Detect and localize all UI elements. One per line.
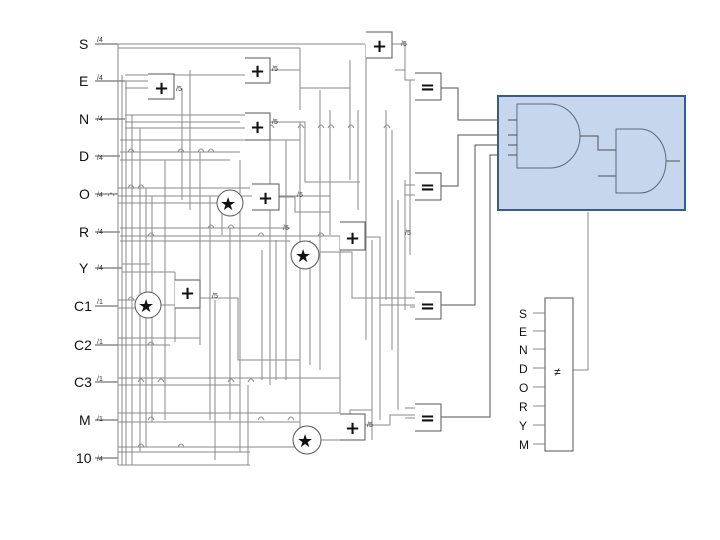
bus-width-label: /5 [272,66,278,73]
equality-comparator: = [415,291,442,320]
bus-width-label: /1 [97,299,103,306]
bus-width-label: /1 [97,376,103,383]
bus-width-label: /4 [97,155,103,162]
var-label-n: N [79,111,89,127]
variable-labels: S E N D O R Y C1 C2 C3 M 10 [74,36,92,466]
and-gate-icon [615,128,667,194]
bus-width-label: /4 [97,265,103,272]
adder-block: + [148,73,175,100]
var-label-o: O [79,186,90,202]
var-label-c2: C2 [74,337,92,353]
multiplier-block: ★ [216,189,244,217]
bus-width-label: /5 [297,192,303,199]
alldiff-input-d: D [519,362,528,376]
bus-width-label: /5 [212,293,218,300]
star-icon: ★ [220,194,236,215]
plus-icon: + [250,61,265,82]
and-gate-panel [497,95,686,211]
alldiff-input-n: N [519,343,528,357]
and-gate-icon [516,103,581,169]
equals-icon: = [420,296,435,317]
multiplier-blocks: ★ ★ ★ ★ [134,189,322,455]
alldiff-input-o: O [519,381,528,395]
bus-width-label: /4 [97,229,103,236]
equals-icon: = [420,408,435,429]
bus-width-label: /4 [97,192,103,199]
var-label-10: 10 [76,450,92,466]
var-label-m: M [79,412,91,428]
multiplier-block: ★ [290,240,320,270]
bus-width-label: /1 [97,416,103,423]
plus-icon: + [180,283,195,304]
alldiff-input-m: M [519,438,529,452]
bus-width-label: /4 [97,37,103,44]
multiplier-block: ★ [134,291,162,319]
plus-icon: + [250,117,265,138]
bus-width-label: /5 [283,225,289,232]
multiplier-block: ★ [292,425,322,455]
bus-width-label: /4 [97,116,103,123]
alldiff-input-e: E [519,325,527,339]
star-icon: ★ [138,296,154,317]
star-icon: ★ [297,431,313,452]
alldiff-input-y: Y [519,419,527,433]
all-different-block: S E N D O R Y M ≠ [519,297,574,452]
bus-width-label: /4 [97,456,103,463]
adder-blocks: + + + + + + + + [148,31,393,441]
bus-width-label: /5 [401,41,407,48]
bus-width-label: /1 [97,339,103,346]
bus-width-label: /4 [97,75,103,82]
var-label-c3: C3 [74,374,92,390]
var-label-r: R [79,224,89,240]
equals-icon: = [420,77,435,98]
equality-comparator: = [415,172,442,201]
equals-icon: = [420,177,435,198]
var-label-d: D [79,148,89,164]
adder-block: + [340,413,366,441]
plus-icon: + [154,78,169,99]
bus-width-labels: /4 /4 /4 /4 /4 /4 /4 /1 /1 /1 /1 /4 /5 /… [97,37,411,463]
plus-icon: + [345,418,360,439]
adder-block: + [366,31,393,59]
alldiff-input-r: R [519,400,528,414]
bus-width-label: /5 [367,422,373,429]
adder-block: + [245,57,271,84]
star-icon: ★ [295,246,311,267]
equality-comparator: = [415,72,442,101]
adder-block: + [175,279,201,309]
not-equal-icon: ≠ [554,365,561,379]
adder-block: + [252,183,280,211]
bus-width-label: /5 [405,230,411,237]
comparator-blocks: = = = = [415,72,442,432]
adder-block: + [245,112,271,141]
plus-icon: + [258,188,273,209]
plus-icon: + [345,228,360,249]
var-label-y: Y [79,260,89,276]
var-label-e: E [79,73,88,89]
adder-block: + [340,221,366,251]
plus-icon: + [372,36,387,57]
var-label-s: S [79,36,88,52]
bus-width-label: /5 [272,119,278,126]
var-label-c1: C1 [74,298,92,314]
alldiff-input-s: S [519,307,527,321]
bus-width-label: /5 [176,86,182,93]
equality-comparator: = [415,403,442,432]
wiring [95,43,589,466]
